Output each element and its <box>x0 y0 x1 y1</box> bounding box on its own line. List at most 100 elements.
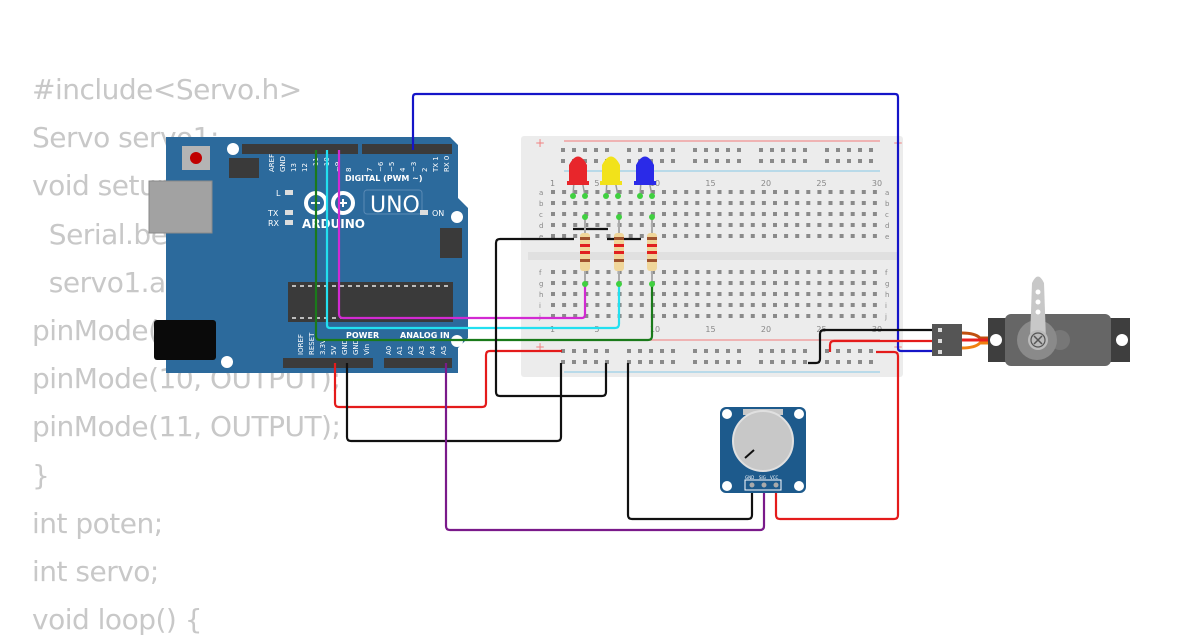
rail-hole[interactable] <box>836 148 840 152</box>
rail-hole[interactable] <box>792 349 796 353</box>
breadboard-hole[interactable] <box>728 303 733 307</box>
breadboard-hole[interactable] <box>728 223 733 227</box>
breadboard-hole[interactable] <box>662 223 666 227</box>
rail-hole[interactable] <box>836 159 840 163</box>
breadboard-hole[interactable] <box>872 270 877 274</box>
breadboard-hole[interactable] <box>573 201 578 205</box>
rail-hole[interactable] <box>583 349 587 353</box>
breadboard-hole[interactable] <box>795 190 800 194</box>
breadboard-hole[interactable] <box>706 223 711 227</box>
breadboard-hole[interactable] <box>628 223 633 227</box>
breadboard-hole[interactable] <box>828 270 833 274</box>
breadboard-hole[interactable] <box>695 212 700 216</box>
breadboard-hole[interactable] <box>562 303 567 307</box>
breadboard-hole[interactable] <box>717 314 722 318</box>
breadboard-hole[interactable] <box>750 201 755 205</box>
breadboard-hole[interactable] <box>850 303 855 307</box>
breadboard-hole[interactable] <box>806 201 811 205</box>
breadboard-hole[interactable] <box>595 190 600 194</box>
rail-hole[interactable] <box>737 159 741 163</box>
wire-servo-vcc[interactable] <box>828 339 935 352</box>
wire-gnd-rail[interactable] <box>345 363 563 443</box>
rail-hole[interactable] <box>869 360 873 364</box>
breadboard-hole[interactable] <box>584 201 589 205</box>
rail-hole[interactable] <box>627 349 631 353</box>
breadboard-hole[interactable] <box>662 212 666 216</box>
rail-hole[interactable] <box>858 148 862 152</box>
breadboard-hole[interactable] <box>850 223 855 227</box>
breadboard-hole[interactable] <box>728 314 733 318</box>
breadboard-hole[interactable] <box>639 223 644 227</box>
breadboard-hole[interactable] <box>795 303 800 307</box>
breadboard-hole[interactable] <box>761 292 766 296</box>
breadboard-hole[interactable] <box>628 201 633 205</box>
breadboard-hole[interactable] <box>872 201 877 205</box>
breadboard-hole[interactable] <box>662 292 666 296</box>
breadboard-hole[interactable] <box>817 281 822 285</box>
breadboard-hole[interactable] <box>773 314 777 318</box>
breadboard-hole[interactable] <box>717 201 722 205</box>
breadboard-hole[interactable] <box>839 223 844 227</box>
rail-hole[interactable] <box>858 349 862 353</box>
rail-hole[interactable] <box>561 159 565 163</box>
servo-horn[interactable] <box>1030 276 1046 341</box>
breadboard-hole[interactable] <box>639 292 644 296</box>
rail-hole[interactable] <box>605 360 609 364</box>
rail-hole[interactable] <box>715 159 719 163</box>
breadboard-hole[interactable] <box>872 303 877 307</box>
rail-hole[interactable] <box>858 360 862 364</box>
rail-hole[interactable] <box>726 159 730 163</box>
breadboard-hole[interactable] <box>761 270 766 274</box>
breadboard-hole[interactable] <box>861 292 866 296</box>
breadboard-hole[interactable] <box>584 292 589 296</box>
breadboard-hole[interactable] <box>750 234 755 238</box>
breadboard-hole[interactable] <box>684 270 689 274</box>
rail-hole[interactable] <box>594 159 598 163</box>
breadboard-hole[interactable] <box>728 190 733 194</box>
rail-hole[interactable] <box>715 148 719 152</box>
breadboard-hole[interactable] <box>717 292 722 296</box>
breadboard-hole[interactable] <box>850 212 855 216</box>
breadboard-hole[interactable] <box>595 223 600 227</box>
breadboard-hole[interactable] <box>861 281 866 285</box>
rail-hole[interactable] <box>847 349 851 353</box>
breadboard-hole[interactable] <box>784 234 789 238</box>
breadboard-hole[interactable] <box>806 303 811 307</box>
led-yellow[interactable] <box>600 156 622 200</box>
rail-hole[interactable] <box>726 360 730 364</box>
breadboard-hole[interactable] <box>617 201 622 205</box>
breadboard-hole[interactable] <box>773 234 777 238</box>
breadboard-hole[interactable] <box>639 281 644 285</box>
rail-hole[interactable] <box>715 349 719 353</box>
rail-hole[interactable] <box>561 360 565 364</box>
breadboard-hole[interactable] <box>795 223 800 227</box>
breadboard-hole[interactable] <box>662 234 666 238</box>
breadboard-hole[interactable] <box>850 292 855 296</box>
breadboard-hole[interactable] <box>662 190 666 194</box>
breadboard-hole[interactable] <box>684 314 689 318</box>
breadboard-hole[interactable] <box>784 303 789 307</box>
breadboard-hole[interactable] <box>728 201 733 205</box>
rail-hole[interactable] <box>627 360 631 364</box>
breadboard-hole[interactable] <box>673 201 678 205</box>
breadboard-hole[interactable] <box>584 314 589 318</box>
rail-hole[interactable] <box>792 148 796 152</box>
rail-hole[interactable] <box>605 349 609 353</box>
breadboard-hole[interactable] <box>606 190 611 194</box>
breadboard-hole[interactable] <box>828 234 833 238</box>
breadboard-hole[interactable] <box>595 292 600 296</box>
breadboard-hole[interactable] <box>551 223 555 227</box>
breadboard-hole[interactable] <box>573 223 578 227</box>
breadboard-hole[interactable] <box>650 190 655 194</box>
breadboard-hole[interactable] <box>551 201 555 205</box>
breadboard-hole[interactable] <box>806 292 811 296</box>
breadboard-hole[interactable] <box>673 234 678 238</box>
breadboard-hole[interactable] <box>861 303 866 307</box>
breadboard-hole[interactable] <box>573 281 578 285</box>
breadboard-hole[interactable] <box>806 270 811 274</box>
breadboard-hole[interactable] <box>639 314 644 318</box>
breadboard-hole[interactable] <box>750 212 755 216</box>
rail-hole[interactable] <box>660 148 664 152</box>
breadboard-hole[interactable] <box>795 281 800 285</box>
breadboard-hole[interactable] <box>650 212 655 216</box>
